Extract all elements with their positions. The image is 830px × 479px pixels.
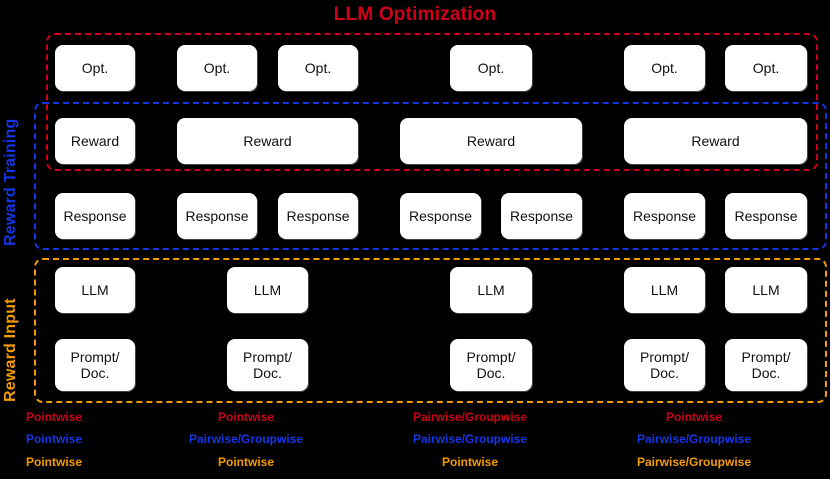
node-prompt: Prompt/ Doc. bbox=[227, 339, 308, 391]
node-reward: Reward bbox=[55, 118, 135, 164]
node-response: Response bbox=[400, 193, 481, 239]
node-response: Response bbox=[55, 193, 135, 239]
node-reward: Reward bbox=[624, 118, 807, 164]
legend-optimization: Pairwise/Groupwise bbox=[412, 410, 528, 424]
legend-training: Pairwise/Groupwise bbox=[636, 432, 752, 446]
node-llm: LLM bbox=[227, 267, 308, 313]
node-prompt: Prompt/ Doc. bbox=[624, 339, 705, 391]
node-response: Response bbox=[501, 193, 582, 239]
reward-input-frame bbox=[34, 258, 827, 403]
node-response: Response bbox=[177, 193, 257, 239]
side-label-reward-training: Reward Training bbox=[2, 118, 19, 246]
node-opt: Opt. bbox=[725, 45, 807, 91]
legend-training: Pairwise/Groupwise bbox=[188, 432, 304, 446]
node-response: Response bbox=[725, 193, 807, 239]
node-llm: LLM bbox=[55, 267, 135, 313]
node-prompt: Prompt/ Doc. bbox=[450, 339, 532, 391]
node-llm: LLM bbox=[450, 267, 532, 313]
legend-input: Pointwise bbox=[217, 455, 274, 469]
node-response: Response bbox=[278, 193, 358, 239]
legend-input: Pointwise bbox=[25, 455, 82, 469]
side-label-reward-input: Reward Input bbox=[2, 298, 19, 402]
node-llm: LLM bbox=[624, 267, 705, 313]
legend-input: Pointwise bbox=[441, 455, 498, 469]
node-prompt: Prompt/ Doc. bbox=[55, 339, 135, 391]
node-opt: Opt. bbox=[177, 45, 257, 91]
node-opt: Opt. bbox=[624, 45, 705, 91]
legend-optimization: Pointwise bbox=[25, 410, 82, 424]
node-prompt: Prompt/ Doc. bbox=[725, 339, 807, 391]
legend-optimization: Pointwise bbox=[217, 410, 274, 424]
legend-training: Pointwise bbox=[25, 432, 82, 446]
node-response: Response bbox=[624, 193, 705, 239]
node-reward: Reward bbox=[177, 118, 358, 164]
legend-input: Pairwise/Groupwise bbox=[636, 455, 752, 469]
legend-optimization: Pointwise bbox=[665, 410, 722, 424]
node-llm: LLM bbox=[725, 267, 807, 313]
node-opt: Opt. bbox=[278, 45, 358, 91]
figure-title: LLM Optimization bbox=[333, 4, 497, 25]
node-opt: Opt. bbox=[450, 45, 532, 91]
reward-training-frame bbox=[34, 102, 827, 250]
legend-training: Pairwise/Groupwise bbox=[412, 432, 528, 446]
node-opt: Opt. bbox=[55, 45, 135, 91]
node-reward: Reward bbox=[400, 118, 582, 164]
